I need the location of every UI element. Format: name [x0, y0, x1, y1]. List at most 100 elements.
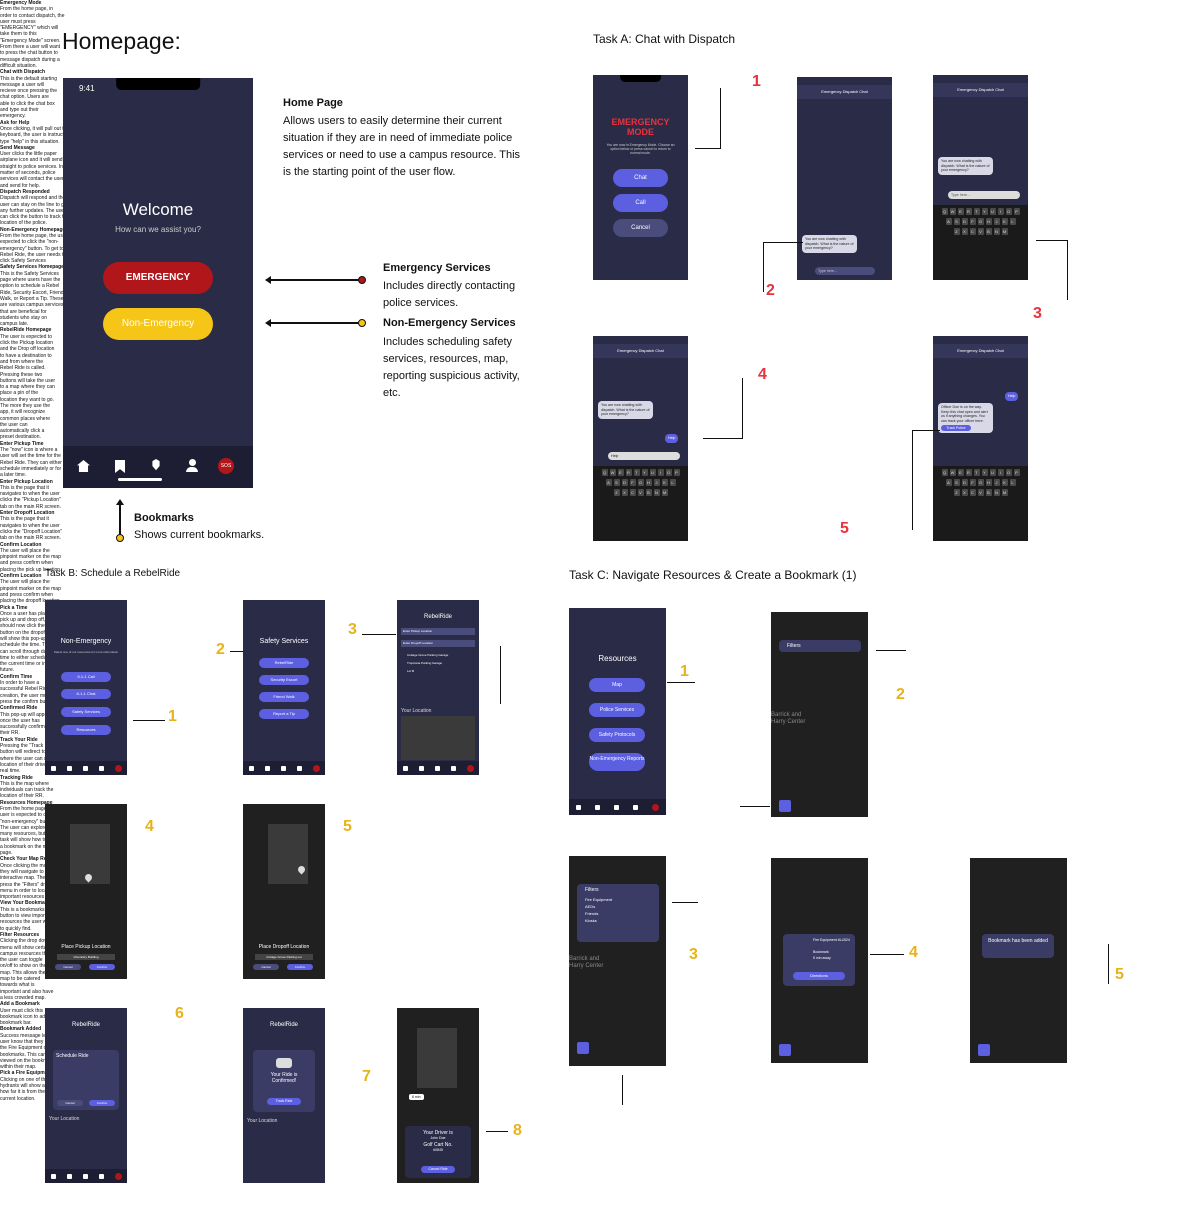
nonemergency-button[interactable]: Non-Emergency: [103, 308, 213, 340]
profile-icon[interactable]: [98, 1173, 104, 1179]
track-ride-button[interactable]: Track Ride: [267, 1098, 301, 1105]
cancel-button[interactable]: Cancel: [55, 964, 81, 970]
emergency-button[interactable]: EMERGENCY: [103, 262, 213, 294]
filters-screen: Filters Fire Equipment AEDs Friends Kios…: [569, 856, 666, 1066]
opt-cottage[interactable]: Cottage Grove Parking Garage: [407, 653, 449, 657]
directions-button[interactable]: Directions: [793, 972, 845, 980]
c5-title: Bookmark Added: [0, 1026, 42, 1033]
bookmark-icon[interactable]: [418, 765, 424, 771]
bookmarks-button[interactable]: [978, 1044, 990, 1056]
sos-icon[interactable]: [652, 803, 659, 811]
chat-input[interactable]: Type here...: [815, 267, 875, 275]
home-icon[interactable]: [50, 1173, 56, 1179]
police-services-button[interactable]: Police Services: [589, 703, 645, 717]
location-icon[interactable]: [152, 459, 160, 471]
home-icon[interactable]: [402, 765, 408, 771]
cancel-ride-button[interactable]: Cancel Ride: [421, 1166, 455, 1173]
call-button[interactable]: Call: [613, 194, 668, 212]
location-icon[interactable]: [434, 765, 440, 771]
track-police-button[interactable]: Track Police: [941, 425, 971, 431]
a1-text: From the home page, in order to contact …: [0, 6, 65, 69]
b3-text: The user is expected to click the Pickup…: [0, 333, 56, 441]
profile-icon[interactable]: [296, 765, 302, 771]
step-b7: 7: [362, 1068, 371, 1085]
cancel-button[interactable]: Cancel: [613, 219, 668, 237]
dropoff-field[interactable]: Enter Dropoff Location: [401, 640, 475, 647]
safety-protocols-button[interactable]: Safety Protocols: [589, 728, 645, 742]
nem-arrow: [268, 322, 360, 324]
sos-button[interactable]: SOS: [218, 458, 234, 474]
cr-text: This pop-up will appear once the user ha…: [0, 711, 52, 737]
dropoff-map-screen: Place Dropoff Location Cottage Grove Par…: [243, 804, 325, 979]
b1-title: Non-Emergency Homepage: [0, 226, 66, 233]
cancel-button[interactable]: Cancel: [57, 1100, 83, 1106]
bookmarks-button[interactable]: [779, 1044, 791, 1056]
home-icon[interactable]: [50, 765, 56, 771]
chat-input[interactable]: Help: [608, 452, 680, 460]
filter-friends[interactable]: Friends: [585, 911, 599, 916]
bookmark-icon[interactable]: [115, 460, 125, 473]
bookmark-icon[interactable]: [264, 765, 270, 771]
home-icon[interactable]: [576, 804, 581, 810]
nonemergency-reports-button[interactable]: Non-Emergency Reports: [589, 753, 645, 771]
location-icon[interactable]: [82, 1173, 88, 1179]
chat-button[interactable]: Chat: [613, 169, 668, 187]
confirm-button[interactable]: Confirm: [287, 964, 313, 970]
bookmark-icon[interactable]: [66, 1173, 72, 1179]
ne-811-button[interactable]: 8-1-1 Chat: [61, 689, 111, 699]
home-icon[interactable]: [77, 460, 90, 472]
filter-kiosks[interactable]: Kiosks: [585, 918, 597, 923]
sos-icon[interactable]: [466, 764, 474, 772]
bookmarks-button[interactable]: [577, 1042, 589, 1054]
home-desc-text: Allows users to easily determine their c…: [283, 115, 521, 178]
rebelride-button[interactable]: RebelRide: [259, 658, 309, 668]
sos-icon[interactable]: [312, 764, 320, 772]
profile-icon[interactable]: [98, 765, 104, 771]
opt-lotb[interactable]: Lot B: [407, 669, 415, 673]
profile-icon[interactable]: [186, 459, 198, 473]
safety-services-button[interactable]: Safety Services: [61, 707, 111, 717]
profile-icon[interactable]: [633, 804, 638, 810]
filter-aed[interactable]: AEDs: [585, 904, 596, 909]
a3-connector-2: [1036, 240, 1067, 241]
chat-input[interactable]: Type here...: [948, 191, 1020, 199]
location-icon[interactable]: [280, 765, 286, 771]
resources-button[interactable]: Resources: [61, 725, 111, 735]
task-a-title: Task A: Chat with Dispatch: [593, 32, 736, 46]
resources-screen: Resources Map Police Services Safety Pro…: [569, 608, 666, 815]
security-escort-button[interactable]: Security Escort: [259, 675, 309, 685]
opt-tropicana[interactable]: Tropicana Parking Garage: [407, 661, 443, 665]
sos-icon[interactable]: [114, 1172, 122, 1180]
bookmarks-button[interactable]: [779, 800, 791, 812]
bookmark-icon[interactable]: [595, 804, 600, 810]
road: [268, 824, 308, 884]
sos-icon[interactable]: [114, 764, 122, 772]
friend-walk-button[interactable]: Friend Walk: [259, 692, 309, 702]
confirm-button[interactable]: Confirm: [89, 1100, 115, 1106]
location-icon[interactable]: [614, 804, 619, 810]
cottage-field: Cottage Grove Parking Lot: [255, 954, 313, 960]
report-tip-button[interactable]: Report a Tip: [259, 709, 309, 719]
bookmark-icon[interactable]: [66, 765, 72, 771]
ne-911-button[interactable]: 9-1-1 Call: [61, 672, 111, 682]
a2-connector: [763, 242, 764, 292]
pickup-field[interactable]: Enter Pickup Location: [401, 628, 475, 635]
profile-icon[interactable]: [450, 765, 456, 771]
bookmark-toggle[interactable]: Bookmark: [813, 950, 829, 954]
location-icon[interactable]: [82, 765, 88, 771]
road: [417, 1028, 457, 1088]
filters-dropdown[interactable]: Filters: [779, 640, 861, 652]
cancel-button[interactable]: Cancel: [253, 964, 279, 970]
confirm-button[interactable]: Confirm: [89, 964, 115, 970]
map-button[interactable]: Map: [589, 678, 645, 692]
home-indicator: [118, 478, 162, 481]
b7-text: Pressing the "Track Ride" button will re…: [0, 743, 62, 775]
home-icon[interactable]: [248, 765, 254, 771]
filter-fire[interactable]: Fire Equipment: [585, 897, 613, 902]
